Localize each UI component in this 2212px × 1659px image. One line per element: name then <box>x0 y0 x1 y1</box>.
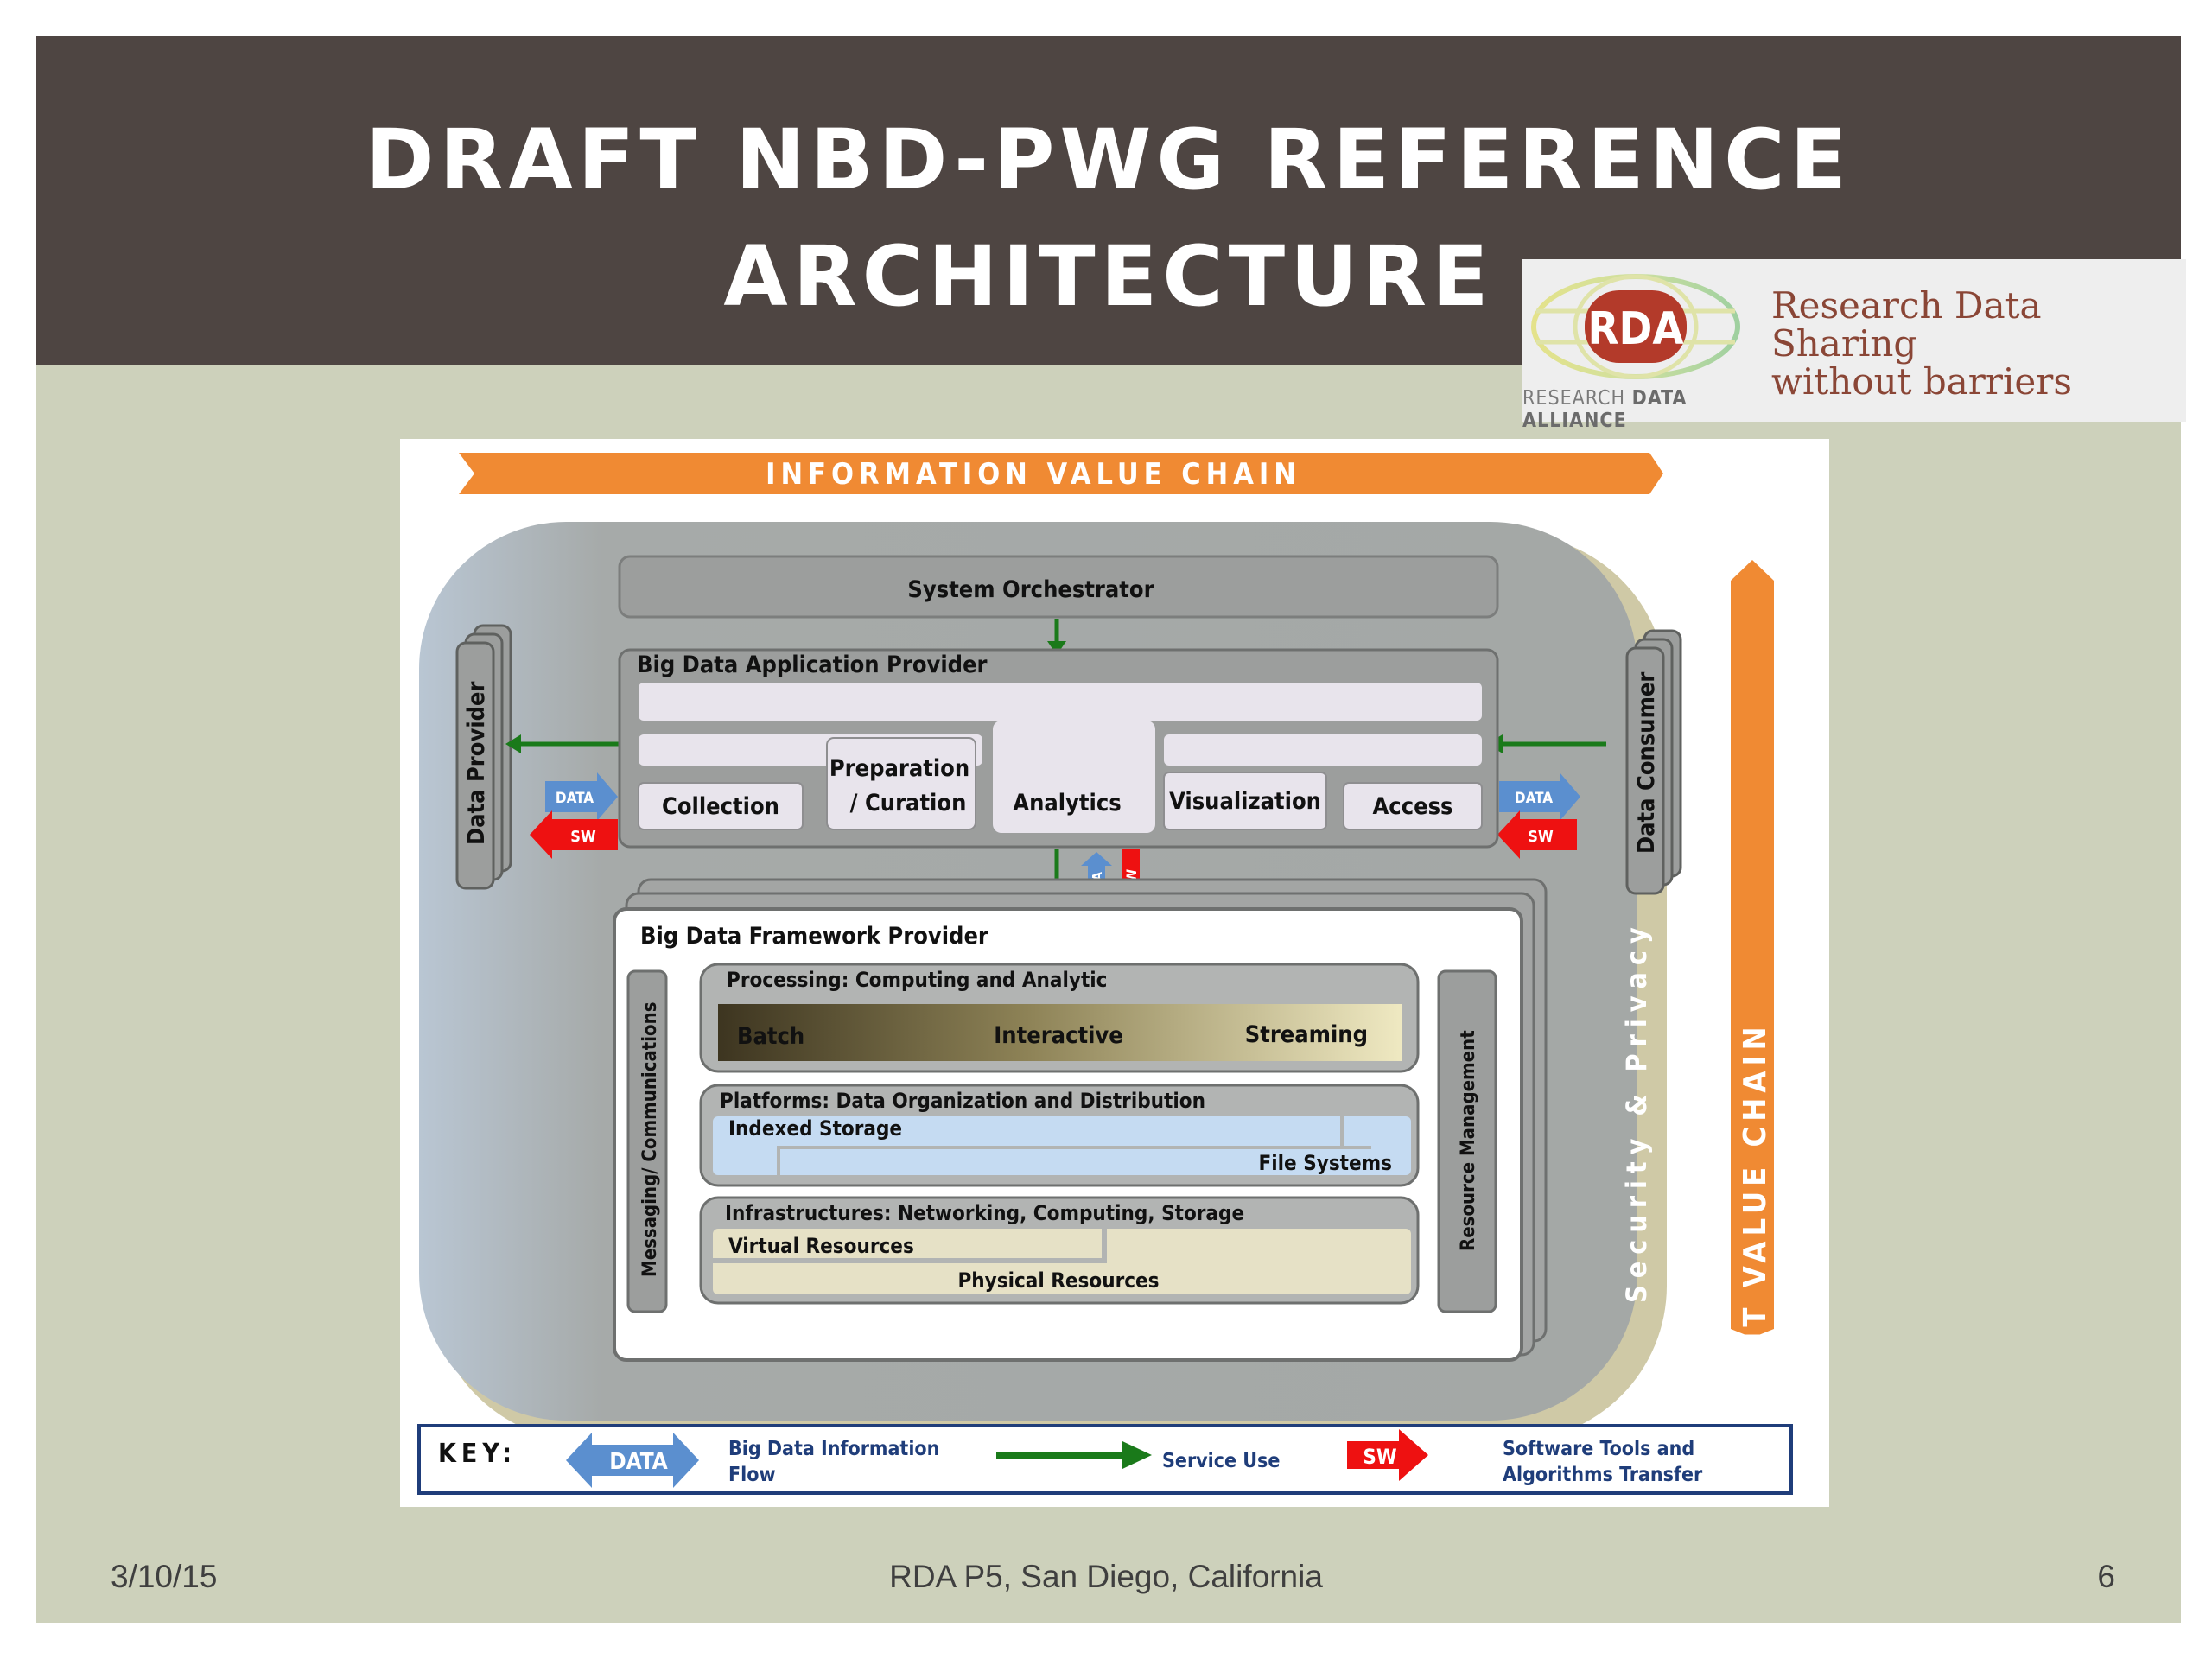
rda-alliance-wordmark: RESEARCH DATA ALLIANCE <box>1522 387 1688 432</box>
consumer-sw-arrow: SW <box>1497 810 1577 859</box>
svg-text:Processing: Computing and Anal: Processing: Computing and Analytic <box>727 968 1107 992</box>
reference-architecture-diagram: INFORMATION VALUE CHAIN IT VALUE CHAIN S… <box>400 439 1829 1507</box>
svg-text:Visualization: Visualization <box>1169 788 1321 815</box>
virtual-resources-label: Virtual Resources <box>728 1234 914 1258</box>
title-line-2: ARCHITECTURE <box>723 228 1494 325</box>
svg-text:Service Use: Service Use <box>1162 1450 1280 1472</box>
streaming-label: Streaming <box>1245 1021 1368 1048</box>
data-consumer-box: Data Consumer <box>1625 629 1682 895</box>
key-sw-arrow <box>1347 1429 1428 1481</box>
svg-text:DATA: DATA <box>1515 790 1553 807</box>
visualization-function: Visualization <box>1163 772 1327 830</box>
messaging-communications-box: Messaging/ Communications <box>626 969 668 1313</box>
svg-text:Big Data Framework Provider: Big Data Framework Provider <box>640 923 988 950</box>
svg-text:Algorithms Transfer: Algorithms Transfer <box>1503 1464 1703 1486</box>
svg-text:Preparation: Preparation <box>830 755 969 782</box>
it-value-chain-arrow: IT VALUE CHAIN <box>1731 560 1774 1343</box>
infrastructures-layer: Infrastructures: Networking, Computing, … <box>699 1196 1420 1305</box>
key-data-arrow <box>566 1433 699 1488</box>
svg-text:Flow: Flow <box>728 1464 776 1486</box>
rda-tagline: Research Data Sharing without barriers <box>1771 284 2072 403</box>
interactive-label: Interactive <box>994 1022 1122 1049</box>
provider-service-arrow <box>505 734 620 753</box>
security-privacy-label: Security & Privacy <box>1620 920 1653 1303</box>
orchestrator-service-arrow <box>1047 619 1066 655</box>
svg-text:Infrastructures: Networking, C: Infrastructures: Networking, Computing, … <box>725 1201 1244 1225</box>
batch-label: Batch <box>737 1023 804 1050</box>
svg-text:Big Data Application Provider: Big Data Application Provider <box>637 652 988 678</box>
provider-data-arrow: DATA <box>545 772 618 821</box>
processing-layer: Processing: Computing and Analytic Batch… <box>699 963 1420 1073</box>
title-line-1: DRAFT NBD-PWG REFERENCE <box>365 111 1853 208</box>
svg-text:Messaging/ Communications: Messaging/ Communications <box>639 1001 661 1277</box>
analytics-function: Analytics <box>1013 790 1121 817</box>
svg-text:IT VALUE CHAIN: IT VALUE CHAIN <box>1738 1021 1773 1342</box>
svg-text:System Orchestrator: System Orchestrator <box>907 576 1154 603</box>
svg-text:DATA: DATA <box>609 1449 668 1475</box>
svg-text:Data Provider: Data Provider <box>463 681 490 845</box>
svg-text:SW: SW <box>1528 828 1554 846</box>
svg-text:Big Data Information: Big Data Information <box>728 1438 939 1460</box>
diagram-key: KEY: DATA Big Data Information Flow Serv… <box>417 1424 1793 1495</box>
rda-globe-icon: RDA <box>1531 274 1740 379</box>
svg-text:INFORMATION VALUE CHAIN: INFORMATION VALUE CHAIN <box>766 457 1301 492</box>
svg-text:SW: SW <box>570 828 596 846</box>
footer-venue: RDA P5, San Diego, California <box>889 1559 1323 1594</box>
svg-text:/ Curation: / Curation <box>850 790 967 817</box>
data-provider-box: Data Provider <box>455 624 512 890</box>
footer-date: 3/10/15 <box>111 1559 218 1594</box>
consumer-data-arrow: DATA <box>1499 772 1580 821</box>
svg-text:Platforms: Data Organization a: Platforms: Data Organization and Distrib… <box>720 1089 1205 1113</box>
svg-text:Software Tools and: Software Tools and <box>1503 1438 1694 1460</box>
file-systems-label: File Systems <box>1258 1151 1392 1175</box>
svg-text:Access: Access <box>1373 793 1453 820</box>
management-label: Management <box>1670 1016 1703 1268</box>
svg-text:KEY:: KEY: <box>438 1439 517 1469</box>
svg-text:SW: SW <box>1363 1445 1397 1469</box>
rda-mark: RDA <box>1587 303 1683 355</box>
indexed-storage-label: Indexed Storage <box>728 1116 902 1141</box>
information-value-chain-arrow: INFORMATION VALUE CHAIN <box>459 453 1663 494</box>
physical-resources-label: Physical Resources <box>957 1268 1159 1293</box>
collection-function: Collection <box>638 782 804 830</box>
provider-sw-arrow: SW <box>530 810 618 859</box>
platforms-layer: Platforms: Data Organization and Distrib… <box>699 1084 1420 1187</box>
svg-text:Collection: Collection <box>662 793 779 820</box>
resource-management-box: Resource Management <box>1437 969 1497 1313</box>
preparation-curation-function: Preparation / Curation <box>826 737 976 830</box>
svg-text:DATA: DATA <box>556 790 594 807</box>
system-orchestrator-box: System Orchestrator <box>618 555 1499 619</box>
page-number: 6 <box>2097 1559 2115 1594</box>
svg-text:Resource Management: Resource Management <box>1458 1030 1479 1251</box>
access-function: Access <box>1343 782 1483 830</box>
slide-title: DRAFT NBD-PWG REFERENCE ARCHITECTURE <box>36 102 2181 335</box>
svg-text:Data Consumer: Data Consumer <box>1633 672 1660 854</box>
